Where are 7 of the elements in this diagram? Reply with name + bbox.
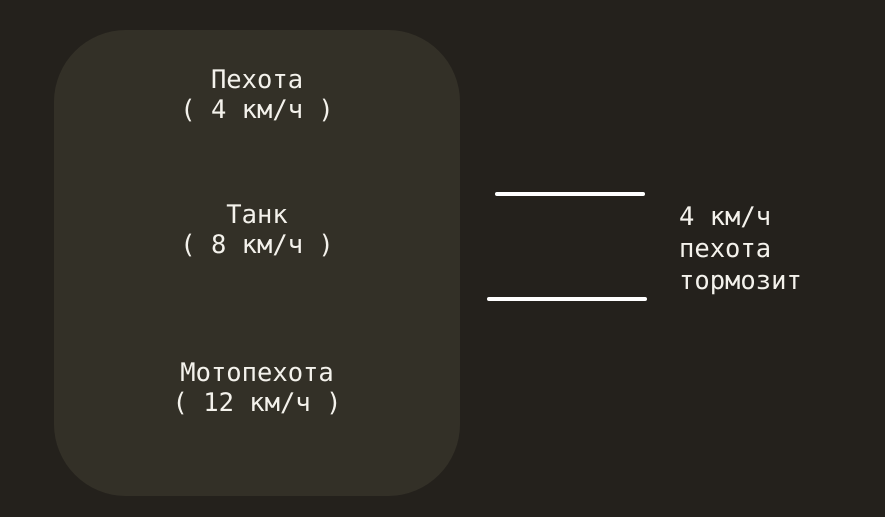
unit-name: Пехота	[210, 65, 304, 95]
speed-label: ( 4 км/ч )	[180, 95, 334, 125]
speed-label: ( 8 км/ч )	[180, 230, 334, 260]
unit-name: Мотопехота	[180, 358, 334, 388]
unit-name: Танк	[226, 200, 288, 230]
speed-label: ( 12 км/ч )	[172, 388, 342, 418]
note-text: 4 км/ч пехота тормозит	[679, 201, 803, 297]
